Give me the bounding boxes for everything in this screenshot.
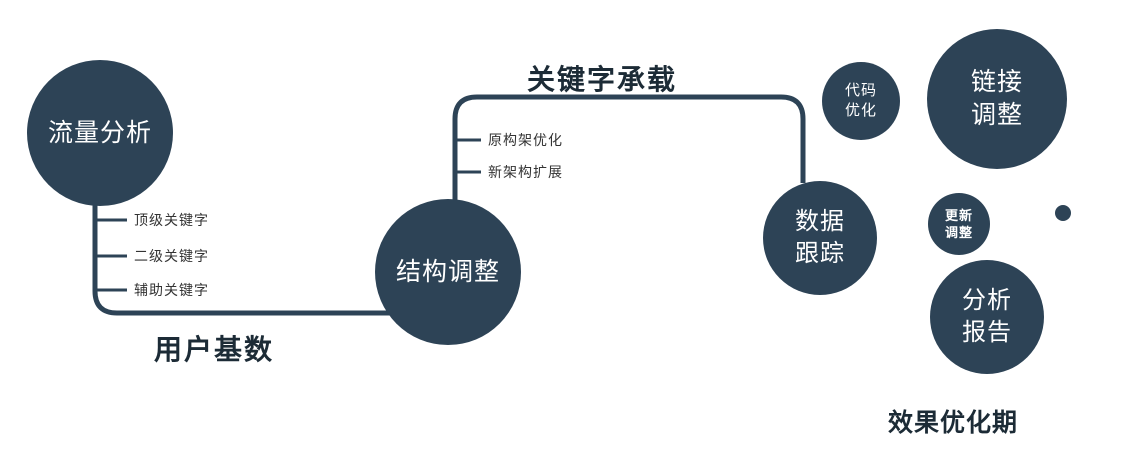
node-code-optimization: 代码 优化: [822, 62, 900, 140]
tick-label-auxiliary-keywords: 辅助关键字: [134, 282, 209, 298]
node-data-tracking: 数据 跟踪: [763, 181, 877, 295]
node-traffic-analysis-label: 流量分析: [47, 118, 152, 147]
heading-effect-optimization-phase: 效果优化期: [888, 409, 1019, 437]
heading-user-base: 用户基数: [154, 334, 275, 365]
node-link-adjustment: 链接 调整: [927, 29, 1067, 169]
tick-label-original-architecture: 原构架优化: [488, 132, 563, 148]
tick-label-secondary-keywords: 二级关键字: [134, 248, 209, 264]
node-traffic-analysis: 流量分析: [27, 60, 173, 206]
node-update-adjustment-label: 更新 调整: [944, 207, 973, 240]
tick-label-new-architecture: 新架构扩展: [488, 164, 563, 180]
node-link-adjustment-label: 链接 调整: [970, 68, 1023, 129]
node-update-adjustment: 更新 调整: [928, 193, 990, 255]
bullet-dot: [1055, 205, 1071, 221]
node-structure-adjustment: 结构调整: [375, 199, 521, 345]
node-analysis-report: 分析 报告: [930, 260, 1044, 374]
node-analysis-report-label: 分析 报告: [962, 287, 1012, 346]
heading-keyword-carry: 关键字承载: [527, 64, 678, 95]
connector-structure-to-tracking: [452, 94, 806, 205]
node-structure-adjustment-label: 结构调整: [395, 257, 500, 286]
tick-label-top-keywords: 顶级关键字: [134, 212, 209, 228]
node-code-optimization-label: 代码 优化: [844, 82, 877, 119]
node-data-tracking-label: 数据 跟踪: [795, 208, 845, 267]
